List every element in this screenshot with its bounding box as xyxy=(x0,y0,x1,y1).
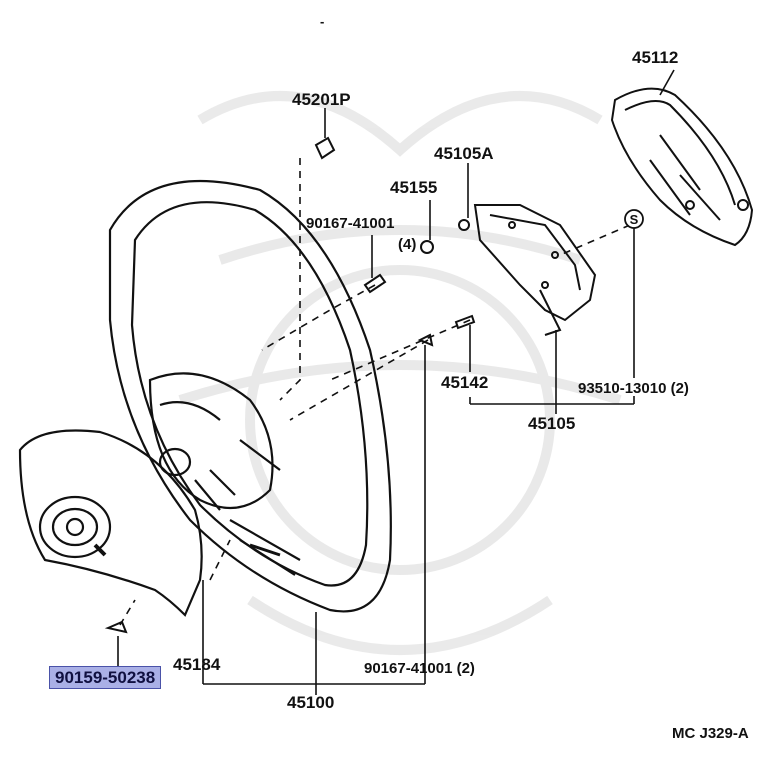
cover-panel xyxy=(610,87,754,247)
part-45201P: 45201P xyxy=(292,90,351,109)
figure-code: MC J329-A xyxy=(672,725,749,742)
symbol-s-label: S xyxy=(630,212,639,227)
part-45155: 45155 xyxy=(390,178,438,197)
watermark-emblem xyxy=(178,91,622,655)
steering-wheel xyxy=(108,179,392,613)
part-45105: 45105 xyxy=(528,414,576,433)
part-93510: 93510-13010 (2) xyxy=(578,380,689,397)
quantity-4: (4) xyxy=(398,236,417,253)
part-45105A: 45105A xyxy=(434,144,494,163)
part-45100: 45100 xyxy=(287,693,335,712)
top-mark: - xyxy=(320,14,325,29)
part-45142: 45142 xyxy=(441,373,489,392)
part-90167-top: 90167-41001 xyxy=(306,215,395,232)
assembly-lines xyxy=(119,158,631,626)
part-90167-bottom: 90167-41001 (2) xyxy=(364,660,475,677)
part-45184: 45184 xyxy=(173,655,221,674)
part-45112: 45112 xyxy=(632,48,679,67)
leader-lines xyxy=(117,69,675,695)
symbol-s: S xyxy=(624,209,644,229)
bracket xyxy=(473,204,597,336)
part-90159-highlighted[interactable]: 90159-50238 xyxy=(49,666,162,689)
horn-pad xyxy=(18,429,203,617)
